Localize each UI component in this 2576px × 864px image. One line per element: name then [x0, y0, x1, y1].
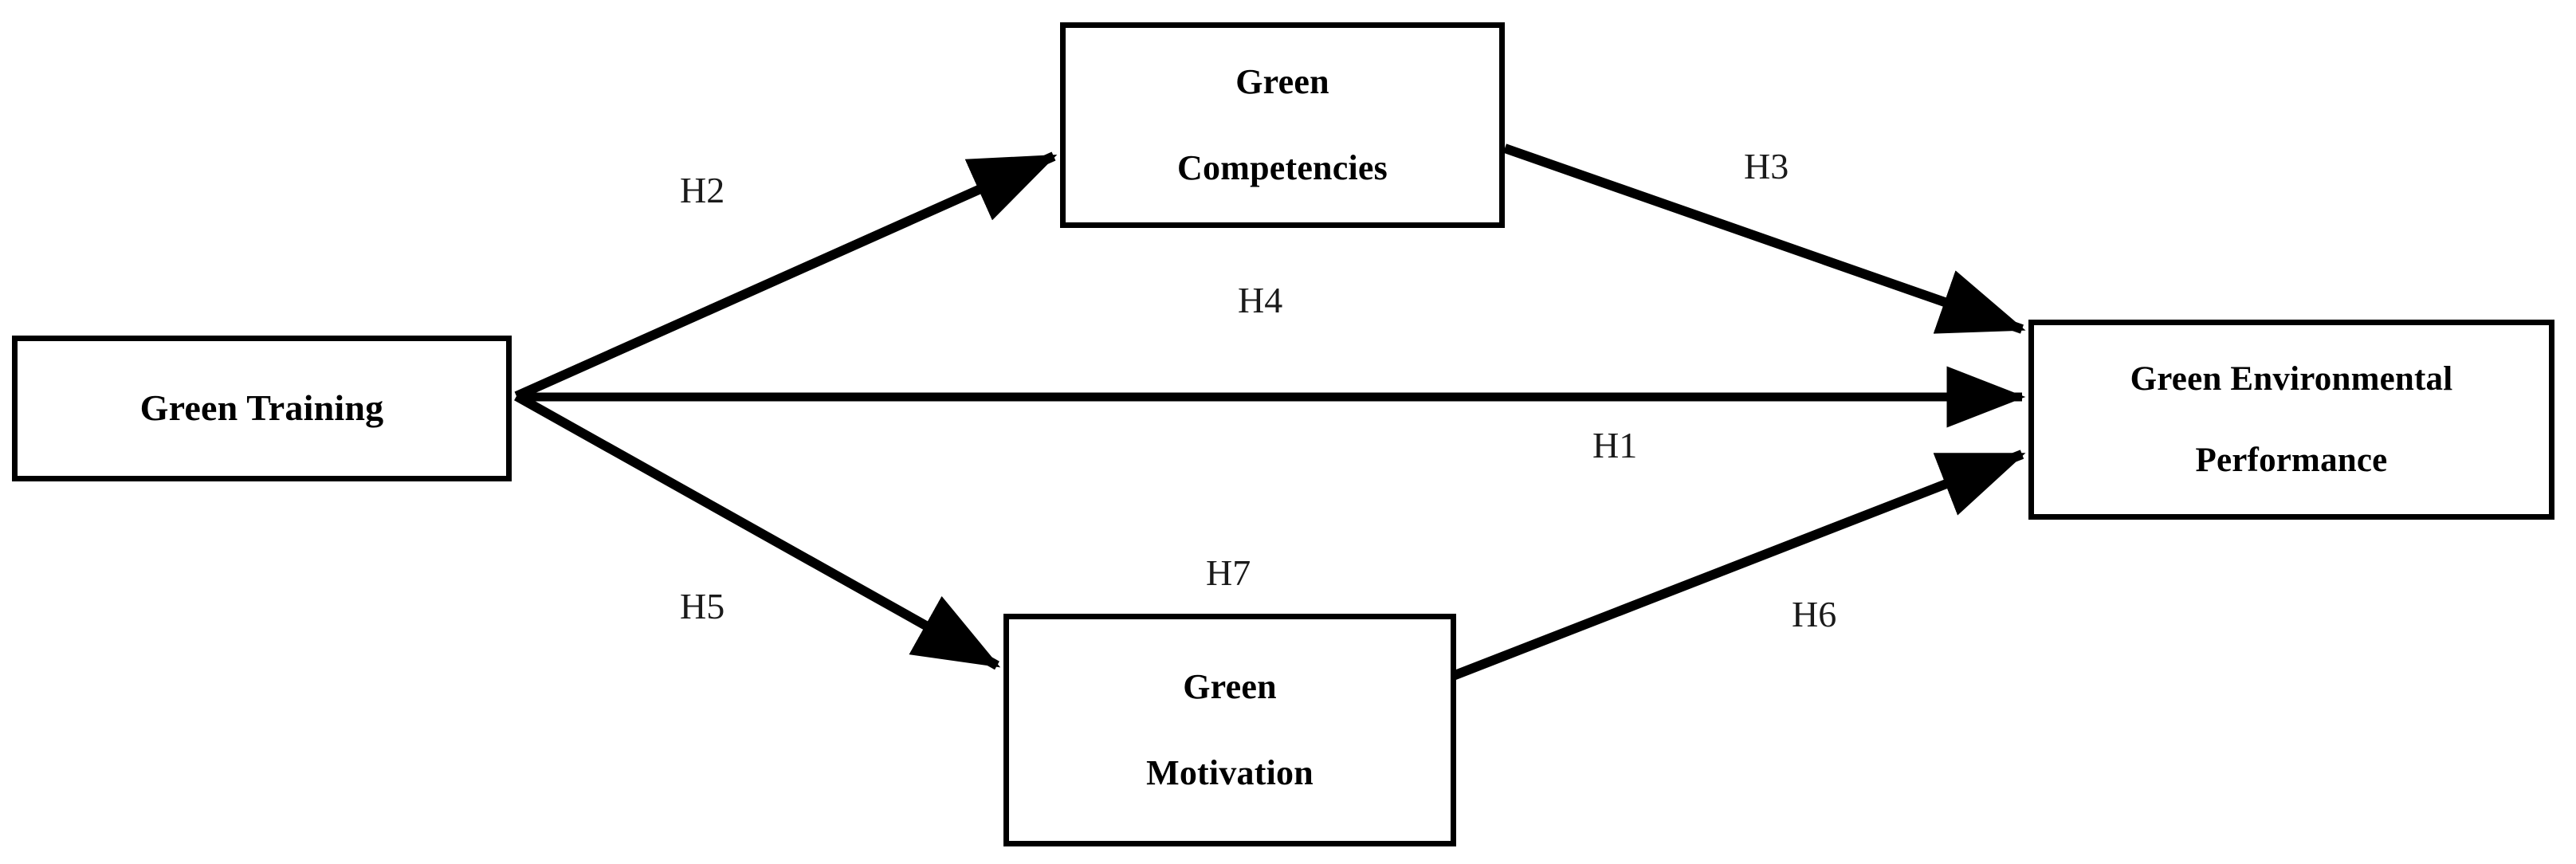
edge-h2: [514, 151, 1058, 401]
edge-label-h1: H1: [1592, 425, 1638, 465]
node-green-motivation-label-line1: Green: [1183, 666, 1277, 706]
node-green-motivation[interactable]: Green Motivation: [1003, 614, 1456, 846]
edge-h3: [1503, 143, 2026, 334]
edge-label-h6: H6: [1792, 594, 1837, 634]
node-green-training[interactable]: Green Training: [12, 336, 512, 481]
node-green-competencies[interactable]: Green Competencies: [1060, 22, 1505, 228]
edge-h6: [1451, 450, 2026, 681]
node-green-environmental-performance-label-line1: Green Environmental: [2130, 360, 2453, 399]
node-green-motivation-label-line2: Motivation: [1146, 753, 1314, 792]
edge-h5: [514, 391, 1001, 670]
node-green-environmental-performance-label-line2: Performance: [2195, 441, 2388, 479]
node-green-competencies-label-line2: Competencies: [1177, 148, 1388, 187]
edge-label-h2: H2: [680, 170, 725, 210]
edge-label-h5: H5: [680, 586, 725, 626]
node-green-environmental-performance[interactable]: Green Environmental Performance: [2028, 320, 2554, 520]
node-green-training-label: Green Training: [139, 387, 384, 429]
edge-label-h3: H3: [1744, 146, 1789, 187]
edge-label-h7: H7: [1206, 552, 1251, 593]
node-green-competencies-label-line1: Green: [1235, 61, 1329, 101]
edge-label-h4: H4: [1238, 280, 1283, 320]
